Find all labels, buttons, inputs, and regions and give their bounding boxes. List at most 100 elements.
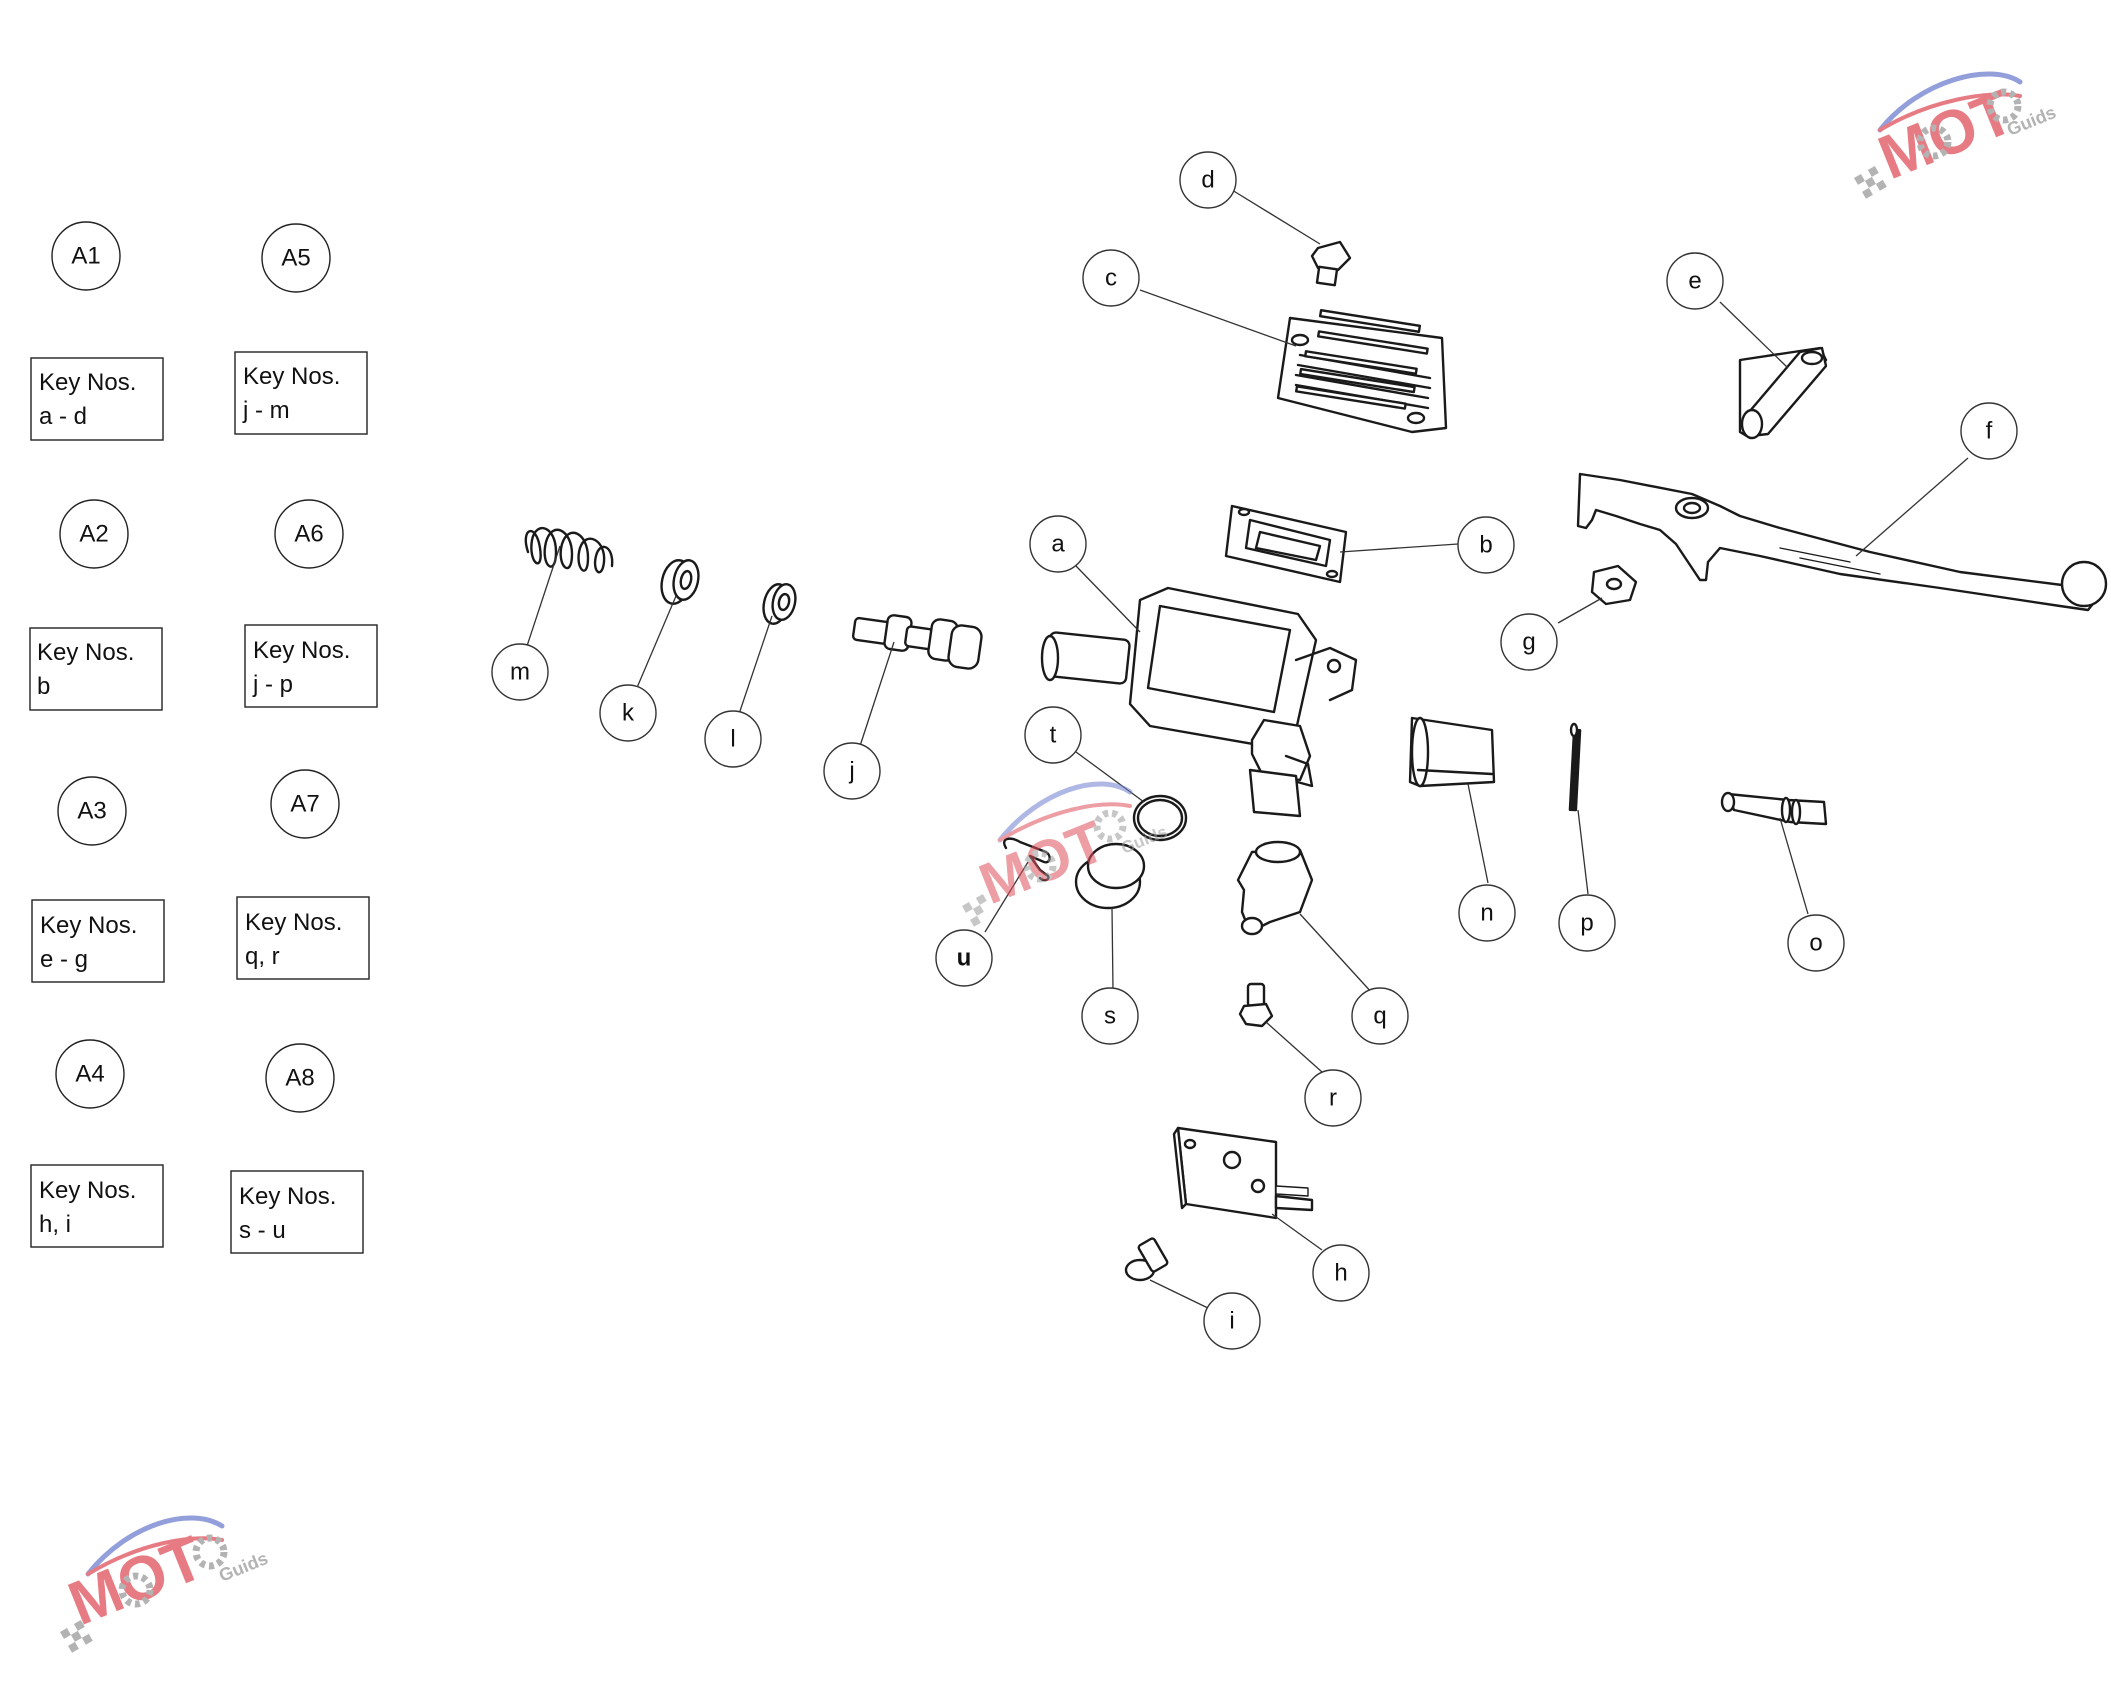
callout-l: l: [704, 710, 762, 768]
leader-g: [1557, 597, 1603, 624]
callout-k: k: [599, 684, 657, 742]
svg-text:Key Nos.: Key Nos.: [253, 637, 350, 664]
callout-f: f: [1960, 402, 2018, 460]
part-d-screw: [1310, 240, 1352, 287]
svg-text:A1: A1: [71, 243, 100, 270]
assembly-a2-keybox: Key Nos. b: [29, 627, 163, 711]
watermark-bottom-left: MOT Guids: [59, 1515, 271, 1653]
leader-m: [526, 545, 561, 647]
part-r-screw: [1238, 982, 1274, 1028]
checkered-flag-icon: [59, 1620, 93, 1653]
svg-text:q, r: q, r: [245, 943, 280, 970]
part-i-screw: [1124, 1237, 1169, 1282]
leader-s: [1111, 907, 1114, 991]
assembly-a4-badge: A4: [55, 1039, 125, 1109]
callout-b: b: [1457, 516, 1515, 574]
part-o-push-rod: [1720, 791, 1828, 826]
svg-text:e: e: [1688, 268, 1701, 295]
svg-text:A5: A5: [281, 245, 310, 272]
callout-m: m: [491, 643, 549, 701]
svg-text:n: n: [1480, 900, 1493, 927]
leader-q: [1299, 913, 1374, 995]
callout-d: d: [1179, 151, 1237, 209]
leader-n: [1467, 783, 1489, 884]
part-a-master-cylinder: [1040, 586, 1358, 818]
svg-text:r: r: [1329, 1085, 1337, 1112]
assembly-a1-keybox: Key Nos. a - d: [30, 357, 164, 441]
svg-text:Key Nos.: Key Nos.: [39, 369, 136, 396]
part-b-diaphragm: [1224, 504, 1348, 584]
svg-text:a - d: a - d: [39, 403, 87, 430]
leader-b: [1339, 543, 1459, 553]
callout-t: t: [1024, 706, 1082, 764]
svg-text:Key Nos.: Key Nos.: [40, 912, 137, 939]
svg-text:Key Nos.: Key Nos.: [239, 1183, 336, 1210]
callout-p: p: [1558, 894, 1616, 952]
svg-text:A6: A6: [294, 521, 323, 548]
checkered-flag-icon: [962, 894, 987, 927]
callout-i: i: [1203, 1292, 1261, 1350]
callout-s: s: [1081, 987, 1139, 1045]
svg-text:d: d: [1201, 167, 1214, 194]
svg-text:MOT: MOT: [59, 1523, 213, 1639]
svg-text:MOT: MOT: [1869, 77, 2023, 193]
assembly-a5-badge: A5: [261, 223, 331, 293]
callout-e: e: [1666, 252, 1724, 310]
svg-text:k: k: [622, 700, 635, 727]
part-f-lever: [1576, 472, 2108, 612]
part-drawings: [524, 240, 2108, 1282]
svg-text:b: b: [37, 673, 50, 700]
svg-text:g: g: [1522, 629, 1535, 656]
svg-text:Key Nos.: Key Nos.: [39, 1177, 136, 1204]
checkered-flag-icon: [1854, 166, 1887, 199]
assembly-a4-keybox: Key Nos. h, i: [30, 1164, 164, 1248]
svg-text:A7: A7: [290, 791, 319, 818]
svg-text:q: q: [1373, 1003, 1386, 1030]
svg-text:A8: A8: [285, 1065, 314, 1092]
callout-g: g: [1500, 613, 1558, 671]
callout-h: h: [1312, 1244, 1370, 1302]
svg-text:Key Nos.: Key Nos.: [37, 639, 134, 666]
part-h-switch: [1172, 1126, 1314, 1220]
gear-icon: [1023, 809, 1127, 883]
assembly-a1-badge: A1: [51, 221, 121, 291]
assembly-legend: A1 Key Nos. a - d A2 Key Nos. b A3 Key N…: [29, 221, 378, 1254]
svg-text:u: u: [957, 945, 972, 972]
watermark-top-right: MOT Guids: [1854, 71, 2059, 199]
svg-text:e - g: e - g: [40, 946, 88, 973]
callout-j: j: [823, 742, 881, 800]
leader-u: [984, 861, 1029, 933]
leader-lines: [526, 189, 1969, 1311]
leader-i: [1149, 1279, 1213, 1311]
leader-e: [1719, 301, 1789, 369]
gear-icon: [1916, 88, 2022, 160]
svg-text:o: o: [1809, 930, 1822, 957]
callout-n: n: [1458, 884, 1516, 942]
leader-a: [1075, 565, 1141, 633]
svg-text:b: b: [1479, 532, 1492, 559]
part-q-boot: [1236, 840, 1314, 936]
assembly-a8-keybox: Key Nos. s - u: [230, 1170, 364, 1254]
leader-c: [1139, 289, 1297, 347]
svg-text:j: j: [848, 758, 854, 785]
svg-text:j - p: j - p: [252, 671, 293, 698]
assembly-a7-keybox: Key Nos. q, r: [236, 896, 370, 980]
callout-u: u: [935, 929, 993, 987]
leader-l: [738, 615, 773, 715]
svg-text:A2: A2: [79, 521, 108, 548]
svg-text:f: f: [1986, 418, 1993, 445]
svg-text:A4: A4: [75, 1061, 104, 1088]
callout-o: o: [1787, 914, 1845, 972]
svg-text:p: p: [1580, 910, 1593, 937]
part-j-piston: [851, 614, 983, 670]
leader-d: [1231, 189, 1321, 245]
leader-k: [635, 595, 677, 691]
svg-text:Key Nos.: Key Nos.: [245, 909, 342, 936]
part-n-sleeve: [1408, 716, 1496, 788]
part-l-bushing: [762, 583, 797, 625]
assembly-a2-badge: A2: [59, 499, 129, 569]
svg-text:m: m: [510, 659, 530, 686]
svg-text:c: c: [1105, 265, 1117, 292]
assembly-a3-keybox: Key Nos. e - g: [31, 899, 165, 983]
part-e-pivot-bolt: [1738, 346, 1828, 440]
